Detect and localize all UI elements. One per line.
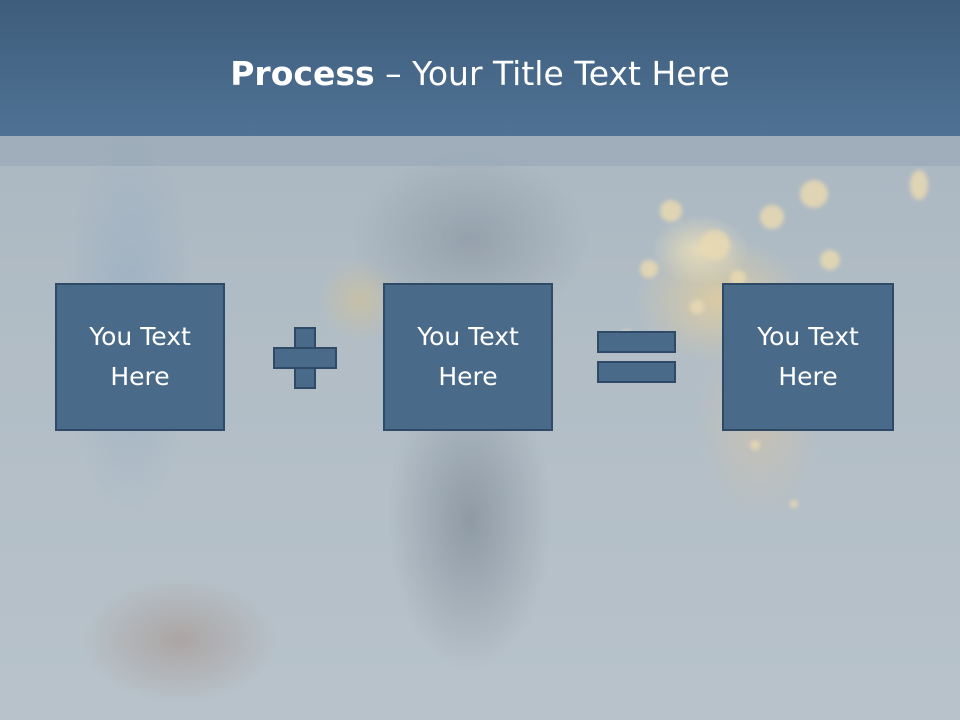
- equals-top-bar: [597, 331, 676, 353]
- title-banner: [0, 0, 960, 136]
- title-banner-strip: [0, 136, 960, 166]
- slide-title-rest: – Your Title Text Here: [374, 54, 730, 93]
- process-box-1-text: You Text Here: [89, 322, 191, 391]
- process-box-2-text: You Text Here: [417, 322, 519, 391]
- equals-bottom-bar: [597, 361, 676, 383]
- plus-center: [296, 349, 314, 367]
- process-box-3[interactable]: You Text Here: [722, 283, 894, 431]
- process-box-1[interactable]: You Text Here: [55, 283, 225, 431]
- process-box-3-text: You Text Here: [757, 322, 859, 391]
- slide-title-bold: Process: [230, 54, 375, 93]
- slide-title[interactable]: Process – Your Title Text Here: [0, 52, 960, 96]
- process-box-2[interactable]: You Text Here: [383, 283, 553, 431]
